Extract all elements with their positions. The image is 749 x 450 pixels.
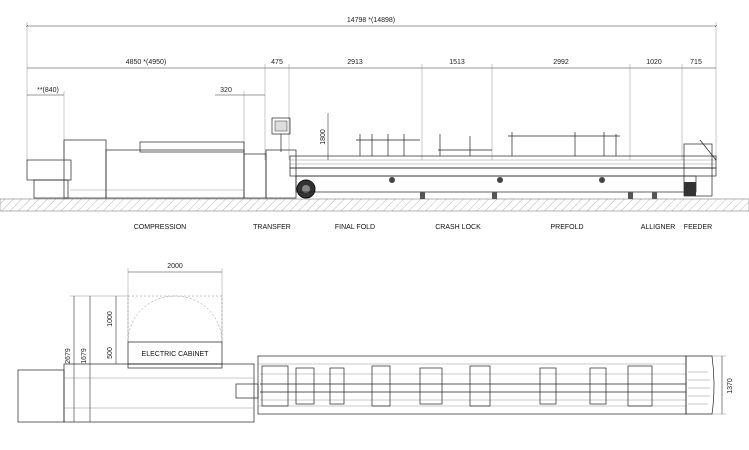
label-compression: COMPRESSION bbox=[134, 224, 187, 231]
section-labels: COMPRESSION TRANSFER FINAL FOLD CRASH LO… bbox=[134, 224, 712, 231]
dim-feeder-text: 715 bbox=[690, 59, 702, 66]
dim-cabinet-swing-text: 1000 bbox=[107, 311, 114, 327]
transfer-unit-side bbox=[265, 117, 316, 199]
dim-offset-840-text: **(840) bbox=[37, 87, 59, 94]
dim-offset-320-text: 320 bbox=[220, 87, 232, 94]
label-crash-lock: CRASH LOCK bbox=[435, 224, 481, 231]
dim-height-1800-text: 1800 bbox=[320, 129, 327, 145]
dim-prefold-text: 2992 bbox=[553, 59, 569, 66]
dimension-chain: 4850 *(4950) 475 2913 1513 2992 1020 715 bbox=[27, 59, 716, 160]
dim-final-fold-text: 2913 bbox=[347, 59, 363, 66]
label-prefold: PREFOLD bbox=[550, 224, 583, 231]
compression-unit-plan bbox=[17, 363, 259, 423]
cabinet-door-swing bbox=[127, 295, 223, 343]
dim-alligner-text: 1020 bbox=[646, 59, 662, 66]
dimension-cabinet-width: 2000 bbox=[127, 263, 223, 342]
dim-cabinet-width-text: 2000 bbox=[167, 263, 183, 270]
dim-machine-width-text: 1370 bbox=[727, 378, 734, 394]
electric-cabinet-label: ELECTRIC CABINET bbox=[142, 351, 210, 358]
dim-compression-text: 4850 *(4950) bbox=[126, 59, 166, 66]
dim-total-1679-text: 1679 bbox=[81, 348, 88, 364]
dimension-height: 1800 bbox=[320, 113, 329, 160]
dimension-overall: 14798 *(14898) bbox=[27, 17, 716, 160]
label-final-fold: FINAL FOLD bbox=[335, 224, 375, 231]
main-machine-plan bbox=[257, 355, 715, 415]
main-machine-side bbox=[289, 132, 717, 199]
dimension-cabinet-vertical: 1000 500 1679 2679 bbox=[65, 295, 128, 422]
label-transfer: TRANSFER bbox=[253, 224, 291, 231]
dim-crash-lock-text: 1513 bbox=[449, 59, 465, 66]
label-feeder: FEEDER bbox=[684, 224, 712, 231]
dim-cabinet-depth-text: 500 bbox=[107, 347, 114, 359]
compression-unit-side bbox=[26, 139, 267, 199]
dim-transfer-text: 475 bbox=[271, 59, 283, 66]
dim-overall-text: 14798 *(14898) bbox=[347, 17, 395, 24]
dimension-offsets: **(840) 320 bbox=[27, 87, 265, 160]
electric-cabinet: ELECTRIC CABINET bbox=[127, 341, 223, 365]
dimension-machine-width: 1370 bbox=[712, 355, 734, 415]
floor-hatch bbox=[0, 198, 749, 212]
dim-total-2679-text: 2679 bbox=[65, 348, 72, 364]
label-alligner: ALLIGNER bbox=[641, 224, 676, 231]
